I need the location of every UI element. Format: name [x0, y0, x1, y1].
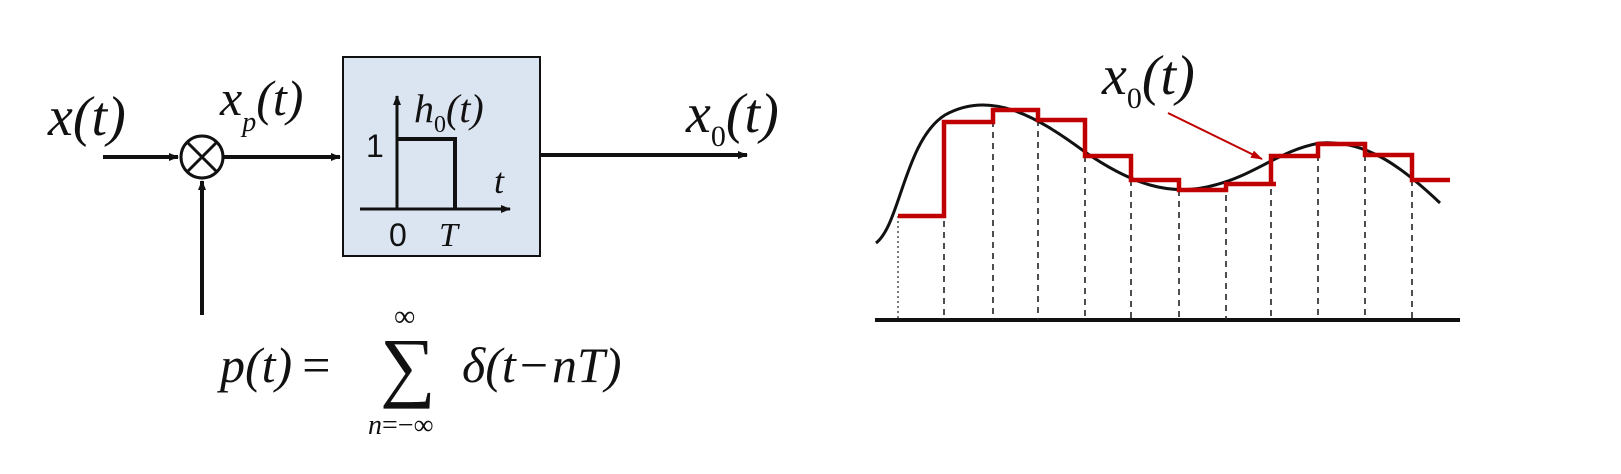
zero-order-hold-filter [342, 56, 541, 257]
equation-lhs: p(t)= [217, 337, 330, 393]
reconstructed-signal-label: x0(t) [1101, 45, 1195, 115]
amplitude-label: 1 [366, 128, 384, 164]
zero-order-hold-staircase [898, 107, 1450, 219]
sum-lower-limit: n=−∞ [368, 410, 434, 441]
rect-pulse [397, 137, 457, 209]
sample-markers [897, 110, 1413, 320]
impulse-train-equation: p(t)= ∑ ∞ n=−∞ δ(t−nT) [217, 300, 621, 441]
input-signal-label: x(t) [47, 86, 126, 148]
zero-label: 0 [389, 217, 407, 253]
period-label: T [439, 217, 460, 254]
impulse-response-plot: h0(t) 1 0 T t [360, 86, 511, 254]
filter-h-label: h0(t) [414, 86, 484, 138]
block-diagram: x(t) xp(t) h0(t) 1 0 [47, 56, 779, 441]
label-pointer-arrow [1167, 112, 1263, 160]
sum-upper-limit: ∞ [394, 300, 415, 333]
sum-symbol: ∑ [380, 322, 436, 409]
equation-rhs: δ(t−nT) [462, 337, 621, 393]
reconstruction-plot: x0(t) [875, 45, 1460, 322]
continuous-signal-curve [875, 103, 1442, 245]
multiplier-node [179, 134, 225, 180]
time-axis-label: t [494, 161, 505, 201]
sampled-signal-label: xp(t) [219, 70, 303, 138]
output-signal-label: x0(t) [685, 83, 779, 153]
